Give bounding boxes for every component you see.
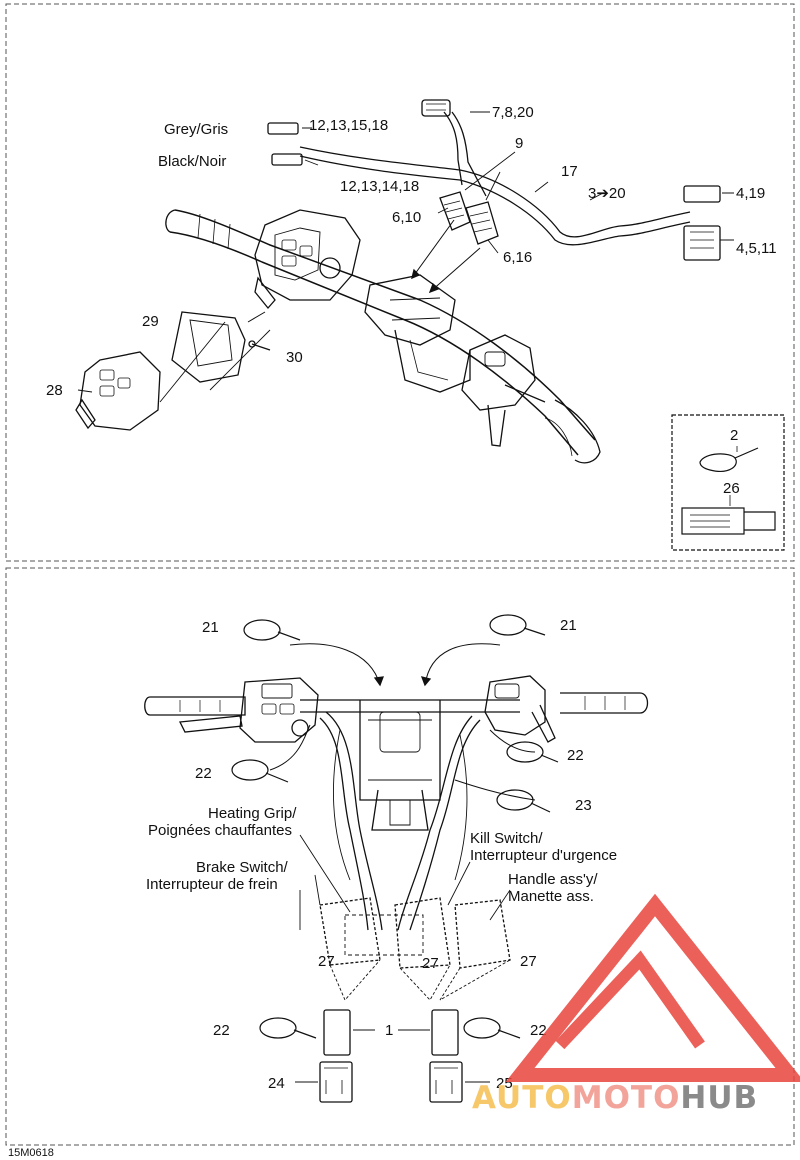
label-22-left-bottom: 22 [213,1022,230,1039]
label-9: 9 [515,135,523,152]
tie-22-left-top [231,759,289,783]
label-6-10: 6,10 [392,209,421,226]
label-4-19: 4,19 [736,185,765,202]
watermark-text: AUTOMOTOHUB [472,1080,758,1116]
label-brake-en: Brake Switch/ [196,859,289,876]
label-6-16: 6,16 [503,249,532,266]
label-1: 1 [385,1022,393,1039]
label-handle-fr: Manette ass. [508,888,594,905]
label-23: 23 [575,797,592,814]
label-24: 24 [268,1075,285,1092]
inset-box [671,414,785,551]
figure-code: 15M0618 [8,1147,54,1159]
label-21-left: 21 [202,619,219,636]
bottom-handlebar-assembly [144,643,649,1103]
label-12-13-15-18: 12,13,15,18 [309,117,388,134]
tie-23 [496,789,551,813]
tie-22-right-top [506,741,559,763]
label-22-right-top: 22 [567,747,584,764]
label-17: 17 [561,163,578,180]
label-29: 29 [142,313,159,330]
bottom-panel-frame [5,567,795,1146]
tie-21-right [489,614,546,636]
label-kill-fr: Interrupteur d'urgence [470,847,617,864]
label-12-13-14-18: 12,13,14,18 [340,178,419,195]
label-22-right-bottom: 22 [530,1022,547,1039]
label-30: 30 [286,349,303,366]
label-handle-en: Handle ass'y/ [508,871,598,888]
label-black: Black/Noir [158,153,226,170]
watermark-part-hub: HUB [680,1080,758,1116]
label-kill-en: Kill Switch/ [470,830,543,847]
watermark-logo [505,893,800,1082]
bottom-labels: 21 21 22 22 23 Heating Grip/ Poignées ch… [8,617,617,1159]
label-2: 2 [730,427,738,444]
label-22-left-top: 22 [195,765,212,782]
label-26: 26 [723,480,740,497]
label-27-a: 27 [318,953,335,970]
label-heating-en: Heating Grip/ [208,805,297,822]
top-panel-frame [5,3,795,562]
tie-21-left [243,619,301,641]
label-27-b: 27 [422,955,439,972]
watermark-part-auto: AUTO [472,1080,572,1116]
label-heating-fr: Poignées chauffantes [148,822,292,839]
label-4-5-11: 4,5,11 [736,240,777,257]
label-21-right: 21 [560,617,577,634]
label-grey: Grey/Gris [164,121,228,138]
top-labels: Grey/Gris Black/Noir 7,8,20 12,13,15,18 … [46,104,777,497]
label-3-20: 3➔20 [588,185,626,202]
label-brake-fr: Interrupteur de frein [146,876,278,893]
tie-22-right-bottom [463,1017,521,1039]
label-7-8-20: 7,8,20 [492,104,534,121]
top-handlebar-assembly [75,99,734,464]
label-28: 28 [46,382,63,399]
cable-ties [231,614,559,1039]
watermark-part-moto: MOTO [572,1080,681,1116]
tie-22-left-bottom [259,1017,317,1039]
label-27-c: 27 [520,953,537,970]
